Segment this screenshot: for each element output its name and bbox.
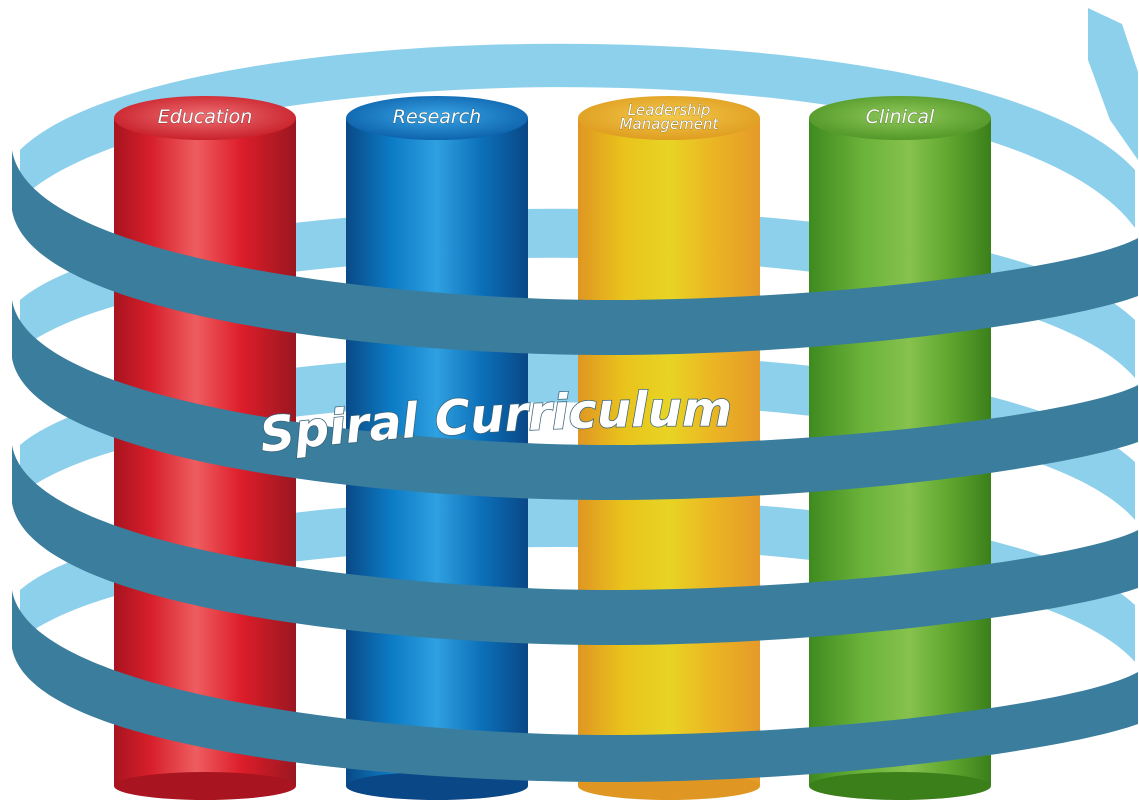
pillar-label-education: Education	[158, 106, 253, 128]
pillar-label-research: Research	[393, 106, 481, 128]
pillar-label-management: Management	[620, 115, 720, 133]
spiral-ribbon-front	[12, 150, 1138, 782]
pillar-label-leadership: Leadership	[628, 101, 711, 119]
pillar-label-clinical: Clinical	[866, 106, 935, 128]
